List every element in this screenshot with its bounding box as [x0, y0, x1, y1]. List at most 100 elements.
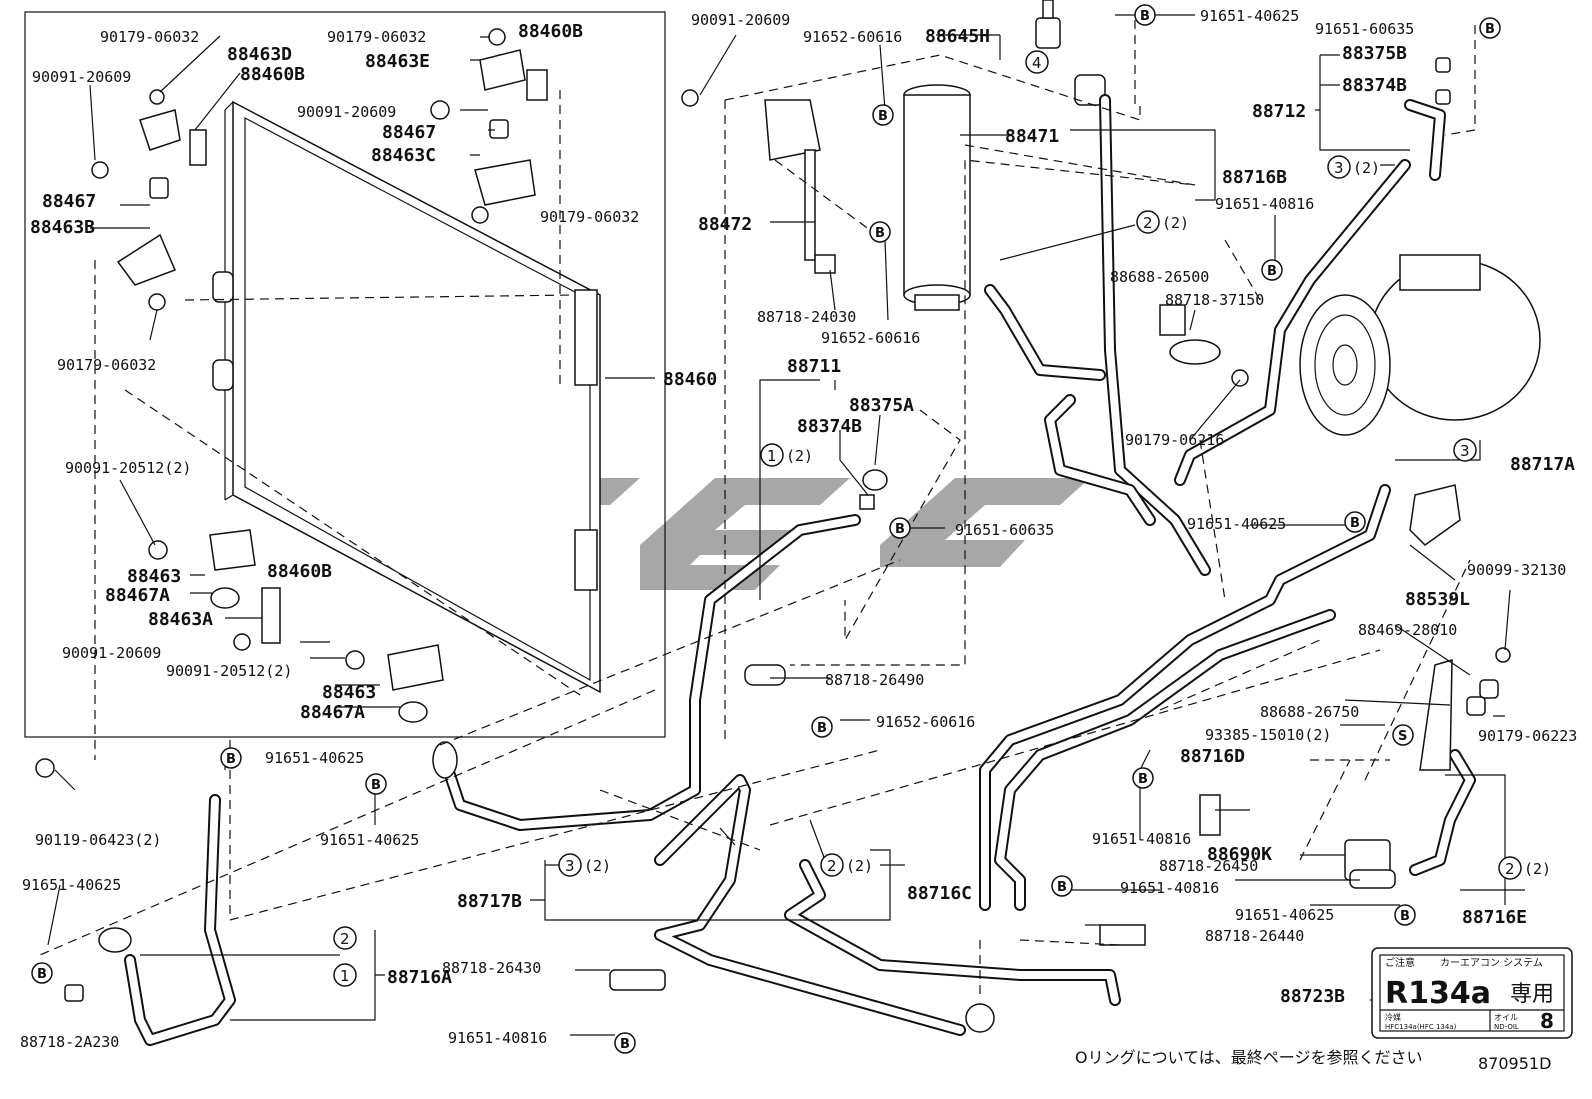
part-label: 90091-20512(2) [166, 662, 292, 680]
r134a-oil-label: オイル [1494, 1013, 1518, 1022]
marker-number: 2 [1505, 860, 1515, 878]
part-label: 91652-60616 [803, 28, 902, 46]
part-label: 88467 [42, 191, 96, 212]
r134a-small2: HFC134a(HFC 134a) [1385, 1023, 1457, 1031]
part-label: 88688-26750 [1260, 703, 1359, 721]
part-label: 88460B [518, 21, 583, 42]
marker-number: 1 [767, 447, 777, 465]
part-label: 91651-40625 [265, 749, 364, 767]
condenser-core [212, 100, 601, 694]
r134a-system: カーエアコン システム [1440, 957, 1543, 969]
r134a-exclusive: 専用 [1510, 982, 1554, 1007]
part-label: 88469-28010 [1358, 621, 1457, 639]
r134a-refrigerant: R134a [1385, 976, 1491, 1011]
bolt-marker: B [1400, 909, 1410, 924]
marker-number: 3 [1460, 442, 1470, 460]
part-label: 91651-40816 [1092, 830, 1191, 848]
part-label: 88467A [300, 702, 365, 723]
part-label: 90119-06423(2) [35, 831, 161, 849]
part-label: 90179-06032 [540, 208, 639, 226]
part-label: 88716A [387, 967, 452, 988]
part-label: 88716C [907, 883, 972, 904]
part-label: 90179-06032 [100, 28, 199, 46]
marker-number: 1 [340, 967, 350, 985]
part-label: 88471 [1005, 126, 1059, 147]
r134a-oil-num: 8 [1540, 1009, 1554, 1033]
part-label: 88718-26430 [442, 959, 541, 977]
part-labels: 90179-06032 88463D 90091-20609 88460B 88… [20, 7, 1577, 1051]
bolt-marker: B [895, 522, 905, 537]
part-label: 88374B [797, 416, 862, 437]
r134a-small1: 冷媒 [1385, 1012, 1401, 1022]
part-label: 88711 [787, 356, 841, 377]
part-label: 88463 [322, 682, 376, 703]
part-label: 88718-2A230 [20, 1033, 119, 1051]
part-label: 88717A [1510, 454, 1575, 475]
part-label: 88463D [227, 44, 292, 65]
bolt-marker: B [1140, 9, 1150, 24]
part-label: 88718-26490 [825, 671, 924, 689]
part-label: 93385-15010(2) [1205, 726, 1331, 744]
part-label: 88467A [105, 585, 170, 606]
marker-qty: (2) [1353, 159, 1380, 177]
bolt-marker: B [1350, 516, 1360, 531]
part-label: 88460B [267, 561, 332, 582]
receiver-drier [681, 84, 971, 311]
part-label: 90099-32130 [1467, 561, 1566, 579]
part-label: 88718-26450 [1159, 857, 1258, 875]
bracket-parts [35, 28, 548, 778]
part-label: 91652-60616 [876, 713, 975, 731]
footer-note: Oリングについては、最終ページを参照ください [1075, 1048, 1422, 1067]
part-label: 91651-40625 [320, 831, 419, 849]
part-label: 91651-40625 [1187, 515, 1286, 533]
part-label: 88539L [1405, 589, 1470, 610]
r134a-oil-small: ND-OIL [1494, 1023, 1519, 1031]
part-label: 88463E [365, 51, 430, 72]
bolt-markers: B B B B B B B B B B B B B B B S [31, 4, 1501, 1054]
part-label: 88723B [1280, 986, 1345, 1007]
part-label: 90091-20609 [62, 644, 161, 662]
part-label: 91651-40816 [1215, 195, 1314, 213]
marker-qty: (2) [786, 447, 813, 465]
marker-number: 2 [340, 930, 350, 948]
spacer-marker: S [1398, 729, 1407, 744]
bolt-marker: B [37, 967, 47, 982]
part-label: 88712 [1252, 101, 1306, 122]
bolt-marker: B [1138, 772, 1148, 787]
part-label: 91651-40816 [1120, 879, 1219, 897]
document-number: 870951D [1478, 1054, 1551, 1073]
bolt-marker: B [1485, 22, 1495, 37]
part-label: 88718-26440 [1205, 927, 1304, 945]
pressure-switch [1035, 0, 1106, 106]
part-label: 90179-06032 [327, 28, 426, 46]
part-label: 88463B [30, 217, 95, 238]
part-label: 91651-60635 [1315, 20, 1414, 38]
dashed-guides [39, 20, 1476, 1000]
part-label: 88690K [1207, 844, 1272, 865]
bolt-marker: B [875, 226, 885, 241]
part-label: 88716D [1180, 746, 1245, 767]
part-label: 90179-06223 [1478, 727, 1577, 745]
part-label: 91651-40625 [1200, 7, 1299, 25]
marker-qty: (2) [1524, 860, 1551, 878]
part-label: 88716E [1462, 907, 1527, 928]
part-label: 88375A [849, 395, 914, 416]
condenser-frame [24, 11, 666, 738]
marker-number: 2 [827, 857, 837, 875]
bolt-marker: B [817, 721, 827, 736]
bolt-marker: B [878, 109, 888, 124]
marker-number: 3 [1334, 159, 1344, 177]
part-label: 88460B [240, 64, 305, 85]
part-label: 88463 [127, 566, 181, 587]
compressor [1299, 254, 1541, 436]
marker-number: 2 [1143, 214, 1153, 232]
part-label: 90091-20609 [691, 11, 790, 29]
part-label: 90179-06216 [1125, 431, 1224, 449]
part-label: 91651-40816 [448, 1029, 547, 1047]
small-parts [64, 57, 1511, 1033]
marker-qty: (2) [1162, 214, 1189, 232]
part-label: 90091-20512(2) [65, 459, 191, 477]
part-label: 91651-40625 [1235, 906, 1334, 924]
part-label: 90179-06032 [57, 356, 156, 374]
